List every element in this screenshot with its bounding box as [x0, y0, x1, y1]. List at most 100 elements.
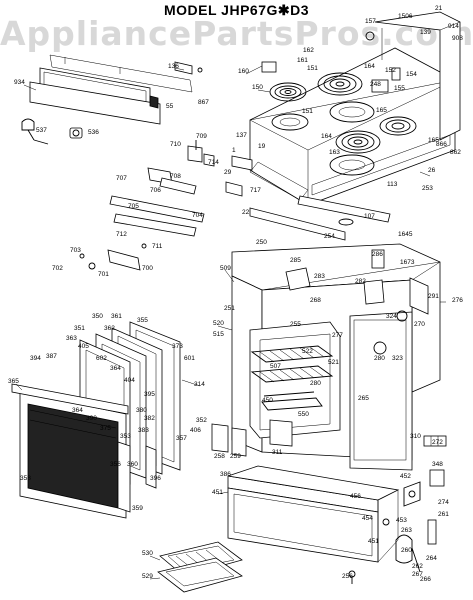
callout-label: 357: [176, 435, 187, 442]
surface-unit-right-rear: [317, 72, 363, 96]
callout-label: 165: [428, 137, 439, 144]
callout-label: 711: [152, 243, 163, 250]
callout-label: 264: [426, 555, 437, 562]
callout-label: 710: [170, 141, 181, 148]
callout-label: 1506: [398, 13, 413, 20]
callout-label: 451: [368, 538, 379, 545]
callout-label: 453: [396, 517, 407, 524]
callout-label: 362: [104, 325, 115, 332]
callout-label: 451: [212, 489, 223, 496]
callout-label: 706: [150, 187, 161, 194]
callout-label: 529: [142, 573, 153, 580]
oven-liner: [249, 321, 341, 439]
callout-label: 270: [414, 321, 425, 328]
indicator-light: [21, 118, 49, 145]
callout-label: 359: [132, 505, 143, 512]
drip-pan-right: [329, 101, 375, 123]
callout-label: 1645: [398, 231, 413, 238]
callout-label: 276: [452, 297, 463, 304]
callout-label: 310: [410, 433, 421, 440]
callout-label: 272: [432, 439, 443, 446]
callout-label: 268: [310, 297, 321, 304]
callout-label: 280: [374, 355, 385, 362]
leveling-hardware: [348, 518, 437, 584]
callout-label: 150: [252, 84, 263, 91]
callout-label: 265: [358, 395, 369, 402]
callout-label: 266: [420, 576, 431, 583]
callout-label: 261: [438, 511, 449, 518]
callout-label: 253: [422, 185, 433, 192]
terminal-block: [403, 435, 447, 507]
callout-label: 373: [172, 343, 183, 350]
callout-label: 709: [196, 133, 207, 140]
callout-label: 380: [136, 407, 147, 414]
callout-label: 536: [88, 129, 99, 136]
callout-label: 248: [370, 81, 381, 88]
receptacle-block: [261, 31, 401, 93]
callout-label: 107: [364, 213, 375, 220]
callout-label: 537: [36, 127, 47, 134]
callout-label: 364: [72, 407, 83, 414]
callout-label: 382: [144, 415, 155, 422]
callout-label: 160: [238, 68, 249, 75]
callout-label: 364: [110, 365, 121, 372]
control-panel-bezel: [29, 54, 193, 125]
callout-label: 360: [127, 461, 138, 468]
callout-label: 137: [236, 132, 247, 139]
callout-label: 406: [190, 427, 201, 434]
callout-label: 704: [192, 212, 203, 219]
callout-label: 280: [310, 380, 321, 387]
surface-unit-left-rear: [269, 82, 307, 102]
callout-label: 454: [362, 515, 373, 522]
callout-label: 323: [392, 355, 403, 362]
callout-label: 702: [52, 265, 63, 272]
callout-label: 703: [70, 247, 81, 254]
callout-labels: 2115061579141399081621361611511601641521…: [8, 5, 463, 583]
callout-label: 375: [100, 425, 111, 432]
callout-label: 26: [428, 167, 436, 174]
callout-label: 262: [412, 563, 423, 570]
callout-label: 274: [438, 499, 449, 506]
callout-label: 113: [387, 181, 398, 188]
callout-label: 394: [30, 355, 41, 362]
callout-label: 151: [307, 65, 318, 72]
callout-label: 163: [329, 149, 340, 156]
callout-label: 255: [290, 321, 301, 328]
callout-label: 866: [436, 141, 447, 148]
callout-label: 386: [220, 471, 231, 478]
callout-label: 258: [214, 453, 225, 460]
callout-label: 256: [342, 573, 353, 580]
callout-label: 934: [14, 79, 25, 86]
callout-label: 387: [46, 353, 57, 360]
callout-label: 355: [137, 317, 148, 324]
callout-label: 712: [116, 231, 127, 238]
callout-label: 267: [412, 571, 423, 578]
latch-parts: [174, 61, 203, 75]
callout-label: 452: [400, 473, 411, 480]
callout-label: 151: [302, 108, 313, 115]
bake-element: [261, 391, 323, 411]
oven-rack-lower: [250, 365, 334, 383]
callout-label: 19: [258, 143, 266, 150]
callout-label: 356: [110, 461, 121, 468]
broiler-pan: [157, 541, 243, 593]
callout-label: 522: [302, 348, 313, 355]
callout-label: 701: [98, 271, 109, 278]
callout-label: 361: [111, 313, 122, 320]
callout-label: 260: [401, 547, 412, 554]
callout-label: 251: [224, 305, 235, 312]
callout-label: 286: [372, 251, 383, 258]
callout-label: 363: [66, 335, 77, 342]
cooktop-assembly: [249, 11, 461, 206]
callout-label: 155: [394, 85, 405, 92]
callout-label: 530: [142, 550, 153, 557]
callout-label: 515: [213, 331, 224, 338]
callout-label: 352: [196, 417, 207, 424]
callout-label: 165: [376, 107, 387, 114]
callout-label: 285: [290, 257, 301, 264]
callout-label: 908: [452, 35, 463, 42]
callout-label: 395: [144, 391, 155, 398]
callout-label: 404: [124, 377, 135, 384]
callout-label: 55: [166, 103, 174, 110]
